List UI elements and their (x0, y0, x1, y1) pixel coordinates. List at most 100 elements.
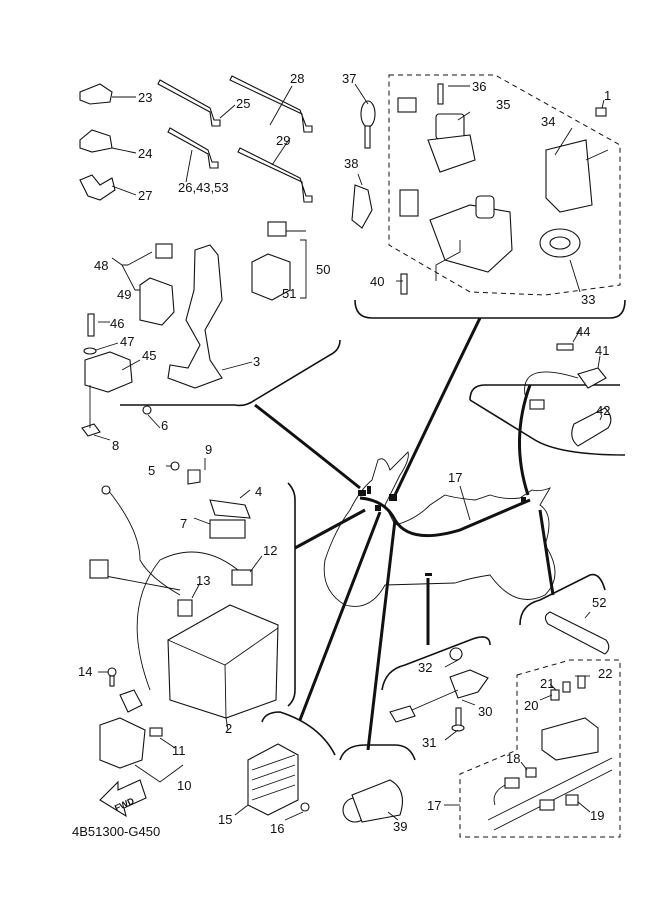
clamp-24 (79, 129, 113, 153)
callout-46: 46 (110, 316, 124, 331)
key-37 (360, 100, 376, 149)
frame-bottom-center (261, 711, 336, 756)
callout-41: 41 (595, 343, 609, 358)
callout-2: 2 (225, 721, 232, 736)
callout-11: 11 (172, 743, 186, 758)
boot-39 (342, 779, 403, 823)
callout-20: 20 (524, 698, 538, 713)
frame-right-mid (469, 384, 620, 401)
callout-12: 12 (263, 543, 277, 558)
relay-51 (251, 253, 291, 301)
callout-1: 1 (604, 88, 611, 103)
fuse-harness (487, 757, 613, 831)
fuses-20-22 (550, 675, 586, 701)
callout-22: 22 (598, 666, 612, 681)
frame-left-mid (287, 482, 296, 707)
callout-51: 51 (282, 286, 296, 301)
ignition-set-dashed-box (388, 74, 621, 296)
starter-relay-10 (99, 717, 146, 769)
damper-7 (209, 519, 246, 539)
main-switch (429, 195, 513, 273)
bolt-14 (107, 667, 117, 687)
screw-36 (437, 83, 444, 105)
callout-23: 23 (138, 90, 152, 105)
terminal (119, 689, 143, 713)
tube-52 (544, 611, 610, 655)
ecu-34 (545, 139, 593, 213)
callout-18: 18 (506, 751, 520, 766)
bolt-1 (595, 107, 607, 117)
callout-5: 5 (148, 463, 155, 478)
bolt-40 (400, 273, 408, 295)
screw-6 (142, 405, 152, 415)
seat-lock-35 (427, 113, 476, 173)
bolt-46 (87, 313, 95, 337)
bracket-3 (167, 244, 223, 389)
callout-14: 14 (78, 664, 92, 679)
clamp-38 (351, 184, 373, 229)
callout-37: 37 (342, 71, 356, 86)
callout-52: 52 (592, 595, 606, 610)
callout-30: 30 (478, 704, 492, 719)
callout-21: 21 (540, 676, 554, 691)
frame-top-right (354, 299, 626, 319)
fuse-box (541, 717, 599, 761)
screw-44 (556, 343, 574, 351)
fuse-11 (149, 727, 163, 737)
callout-25: 25 (236, 96, 250, 111)
callout-4: 4 (255, 484, 262, 499)
harness-connectors (358, 486, 526, 576)
callout-35: 35 (496, 97, 510, 112)
relay-50 (267, 221, 287, 237)
panel-frames (120, 299, 626, 761)
connectors-ign (397, 97, 419, 217)
callout-29: 29 (276, 133, 290, 148)
cap-13 (177, 599, 193, 617)
callout-44: 44 (576, 324, 590, 339)
washer-47 (83, 347, 97, 355)
callout-32: 32 (418, 660, 432, 675)
callout-labels: 1 2 3 4 5 6 7 8 9 10 11 12 13 14 15 16 1… (78, 71, 612, 836)
bolt-31 (451, 707, 465, 732)
frame-top-left (120, 339, 341, 407)
callout-17: 17 (427, 798, 441, 813)
callout-24: 24 (138, 146, 152, 161)
nut-8 (81, 423, 101, 437)
callout-33: 33 (581, 292, 595, 307)
callout-49: 49 (117, 287, 131, 302)
callout-10: 10 (177, 778, 191, 793)
frame-tube (519, 573, 606, 626)
relay-49 (139, 277, 175, 326)
sensor-41 (524, 367, 607, 410)
callout-42: 42 (596, 403, 610, 418)
motorcycle-silhouette (323, 451, 556, 607)
clamp-27 (79, 174, 116, 201)
callout-36: 36 (472, 79, 486, 94)
frame-sensor (381, 636, 491, 691)
frame-right-mid2 (469, 399, 626, 456)
callout-3: 3 (253, 354, 260, 369)
holder-9 (187, 469, 201, 485)
callout-38: 38 (344, 156, 358, 171)
callout-7: 7 (180, 516, 187, 531)
callout-39: 39 (393, 819, 407, 834)
fwd-arrow: FWD (99, 779, 147, 818)
relay-48 (155, 243, 173, 259)
bolt-16 (300, 802, 310, 812)
band-4 (209, 499, 251, 519)
callout-16: 16 (270, 821, 284, 836)
fuse-box-dashed-box (459, 659, 621, 838)
callout-47: 47 (120, 334, 134, 349)
cable-assy (89, 485, 239, 691)
callout-13: 13 (196, 573, 210, 588)
callout-27: 27 (138, 188, 152, 203)
callout-15: 15 (218, 812, 232, 827)
callout-40: 40 (370, 274, 384, 289)
callout-26-43-53: 26,43,53 (178, 180, 229, 195)
bolt-5 (170, 461, 180, 471)
diagram-code: 4B51300-G450 (72, 824, 160, 839)
rectifier-15 (247, 743, 299, 816)
callout-17-main: 17 (448, 470, 462, 485)
fuel-cap-33a (539, 228, 581, 258)
